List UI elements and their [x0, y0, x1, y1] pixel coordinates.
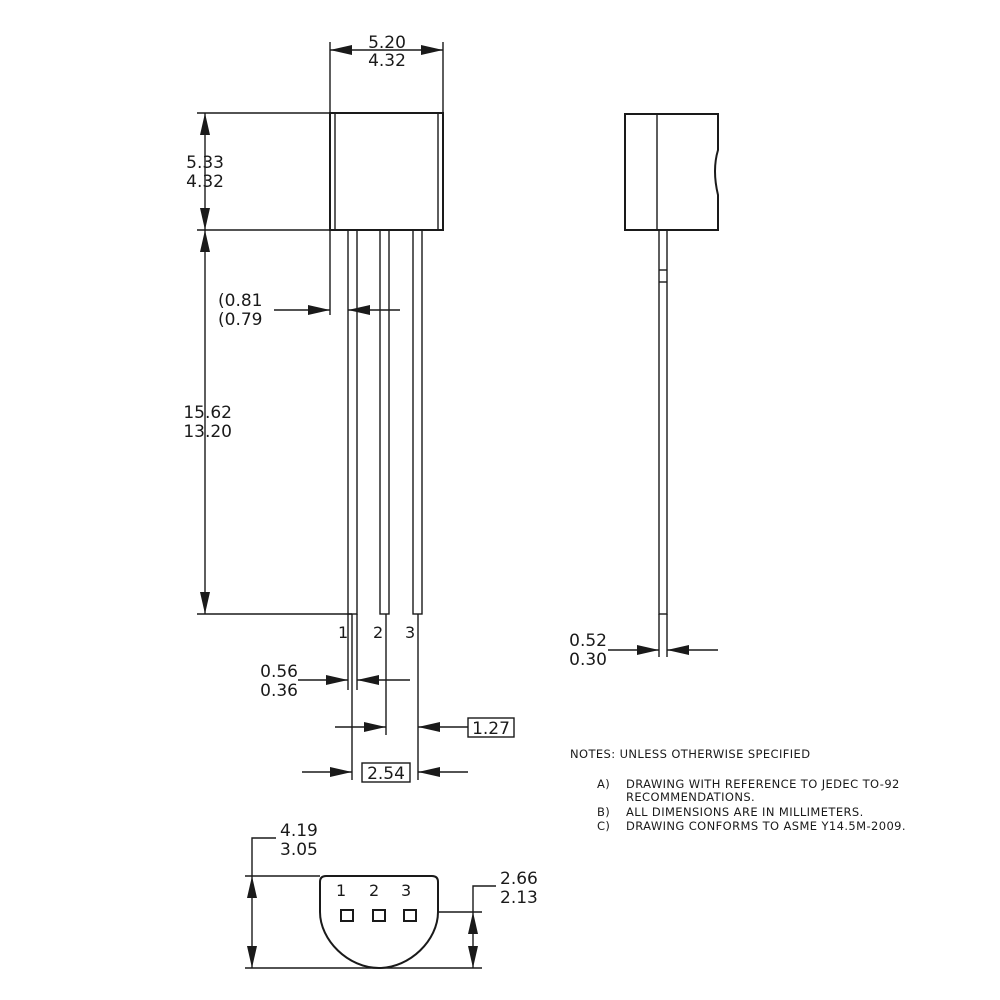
- lead-3: [412, 229, 423, 615]
- note-b-tag: B): [597, 805, 610, 819]
- lead-2: [379, 229, 390, 615]
- svg-text:5.20: 5.20: [368, 33, 406, 53]
- dim-lead-width: 0.56 0.36: [260, 614, 410, 701]
- dim-body-width: 5.20 4.32: [329, 33, 444, 113]
- bottom-body-outline: [319, 875, 439, 970]
- notes-block: NOTES: UNLESS OTHERWISE SPECIFIED A) DRA…: [570, 747, 906, 833]
- svg-text:4.32: 4.32: [368, 51, 406, 71]
- svg-text:1.27: 1.27: [472, 719, 510, 739]
- note-a-line-2: RECOMMENDATIONS.: [626, 790, 755, 804]
- svg-text:1: 1: [336, 881, 346, 900]
- svg-text:5.33: 5.33: [186, 153, 224, 173]
- note-c-tag: C): [597, 819, 610, 833]
- svg-text:3: 3: [401, 881, 411, 900]
- svg-text:15.62: 15.62: [183, 403, 232, 423]
- pin-label-2: 2: [373, 623, 383, 642]
- bottom-pin-3: [403, 909, 417, 922]
- svg-text:3.05: 3.05: [280, 840, 318, 860]
- note-a-tag: A): [597, 777, 610, 791]
- bottom-pin-2: [372, 909, 386, 922]
- dim-body-depth: 4.19 3.05: [245, 821, 379, 969]
- dim-lead-shoulder: (0.81 (0.79: [218, 230, 400, 330]
- pin-label-3: 3: [405, 623, 415, 642]
- svg-text:0.36: 0.36: [260, 681, 298, 701]
- front-body-outline: [329, 112, 444, 231]
- dim-pin-span: 2.54: [302, 614, 468, 784]
- note-c-line-1: DRAWING CONFORMS TO ASME Y14.5M-2009.: [626, 819, 906, 833]
- bottom-view: 1 2 3: [319, 875, 439, 970]
- svg-text:2.66: 2.66: [500, 869, 538, 889]
- side-body-outline: [624, 113, 719, 231]
- svg-text:(0.79: (0.79: [218, 310, 262, 330]
- dim-body-height: 5.33 4.32: [186, 112, 330, 231]
- svg-text:2: 2: [369, 881, 379, 900]
- lead-1: [347, 229, 358, 615]
- dim-pitch: 1.27: [335, 614, 515, 780]
- svg-text:4.32: 4.32: [186, 172, 224, 192]
- svg-text:0.56: 0.56: [260, 662, 298, 682]
- front-view: 1 2 3: [329, 112, 444, 642]
- svg-text:(0.81: (0.81: [218, 291, 262, 311]
- svg-text:2.54: 2.54: [367, 764, 405, 784]
- side-view: [624, 113, 719, 615]
- pin-label-1: 1: [338, 623, 348, 642]
- side-lead: [658, 229, 668, 615]
- svg-text:4.19: 4.19: [280, 821, 318, 841]
- dim-flat-depth: 2.66 2.13: [379, 869, 538, 969]
- note-a-line-1: DRAWING WITH REFERENCE TO JEDEC TO-92: [626, 777, 900, 791]
- note-b-line-1: ALL DIMENSIONS ARE IN MILLIMETERS.: [626, 805, 864, 819]
- svg-text:13.20: 13.20: [183, 422, 232, 442]
- dim-lead-length: 15.62 13.20: [183, 230, 352, 615]
- notes-title: NOTES: UNLESS OTHERWISE SPECIFIED: [570, 747, 810, 761]
- bottom-pin-1: [340, 909, 354, 922]
- dim-lead-thickness: 0.52 0.30: [569, 614, 718, 670]
- svg-text:0.30: 0.30: [569, 650, 607, 670]
- svg-text:0.52: 0.52: [569, 631, 607, 651]
- svg-text:2.13: 2.13: [500, 888, 538, 908]
